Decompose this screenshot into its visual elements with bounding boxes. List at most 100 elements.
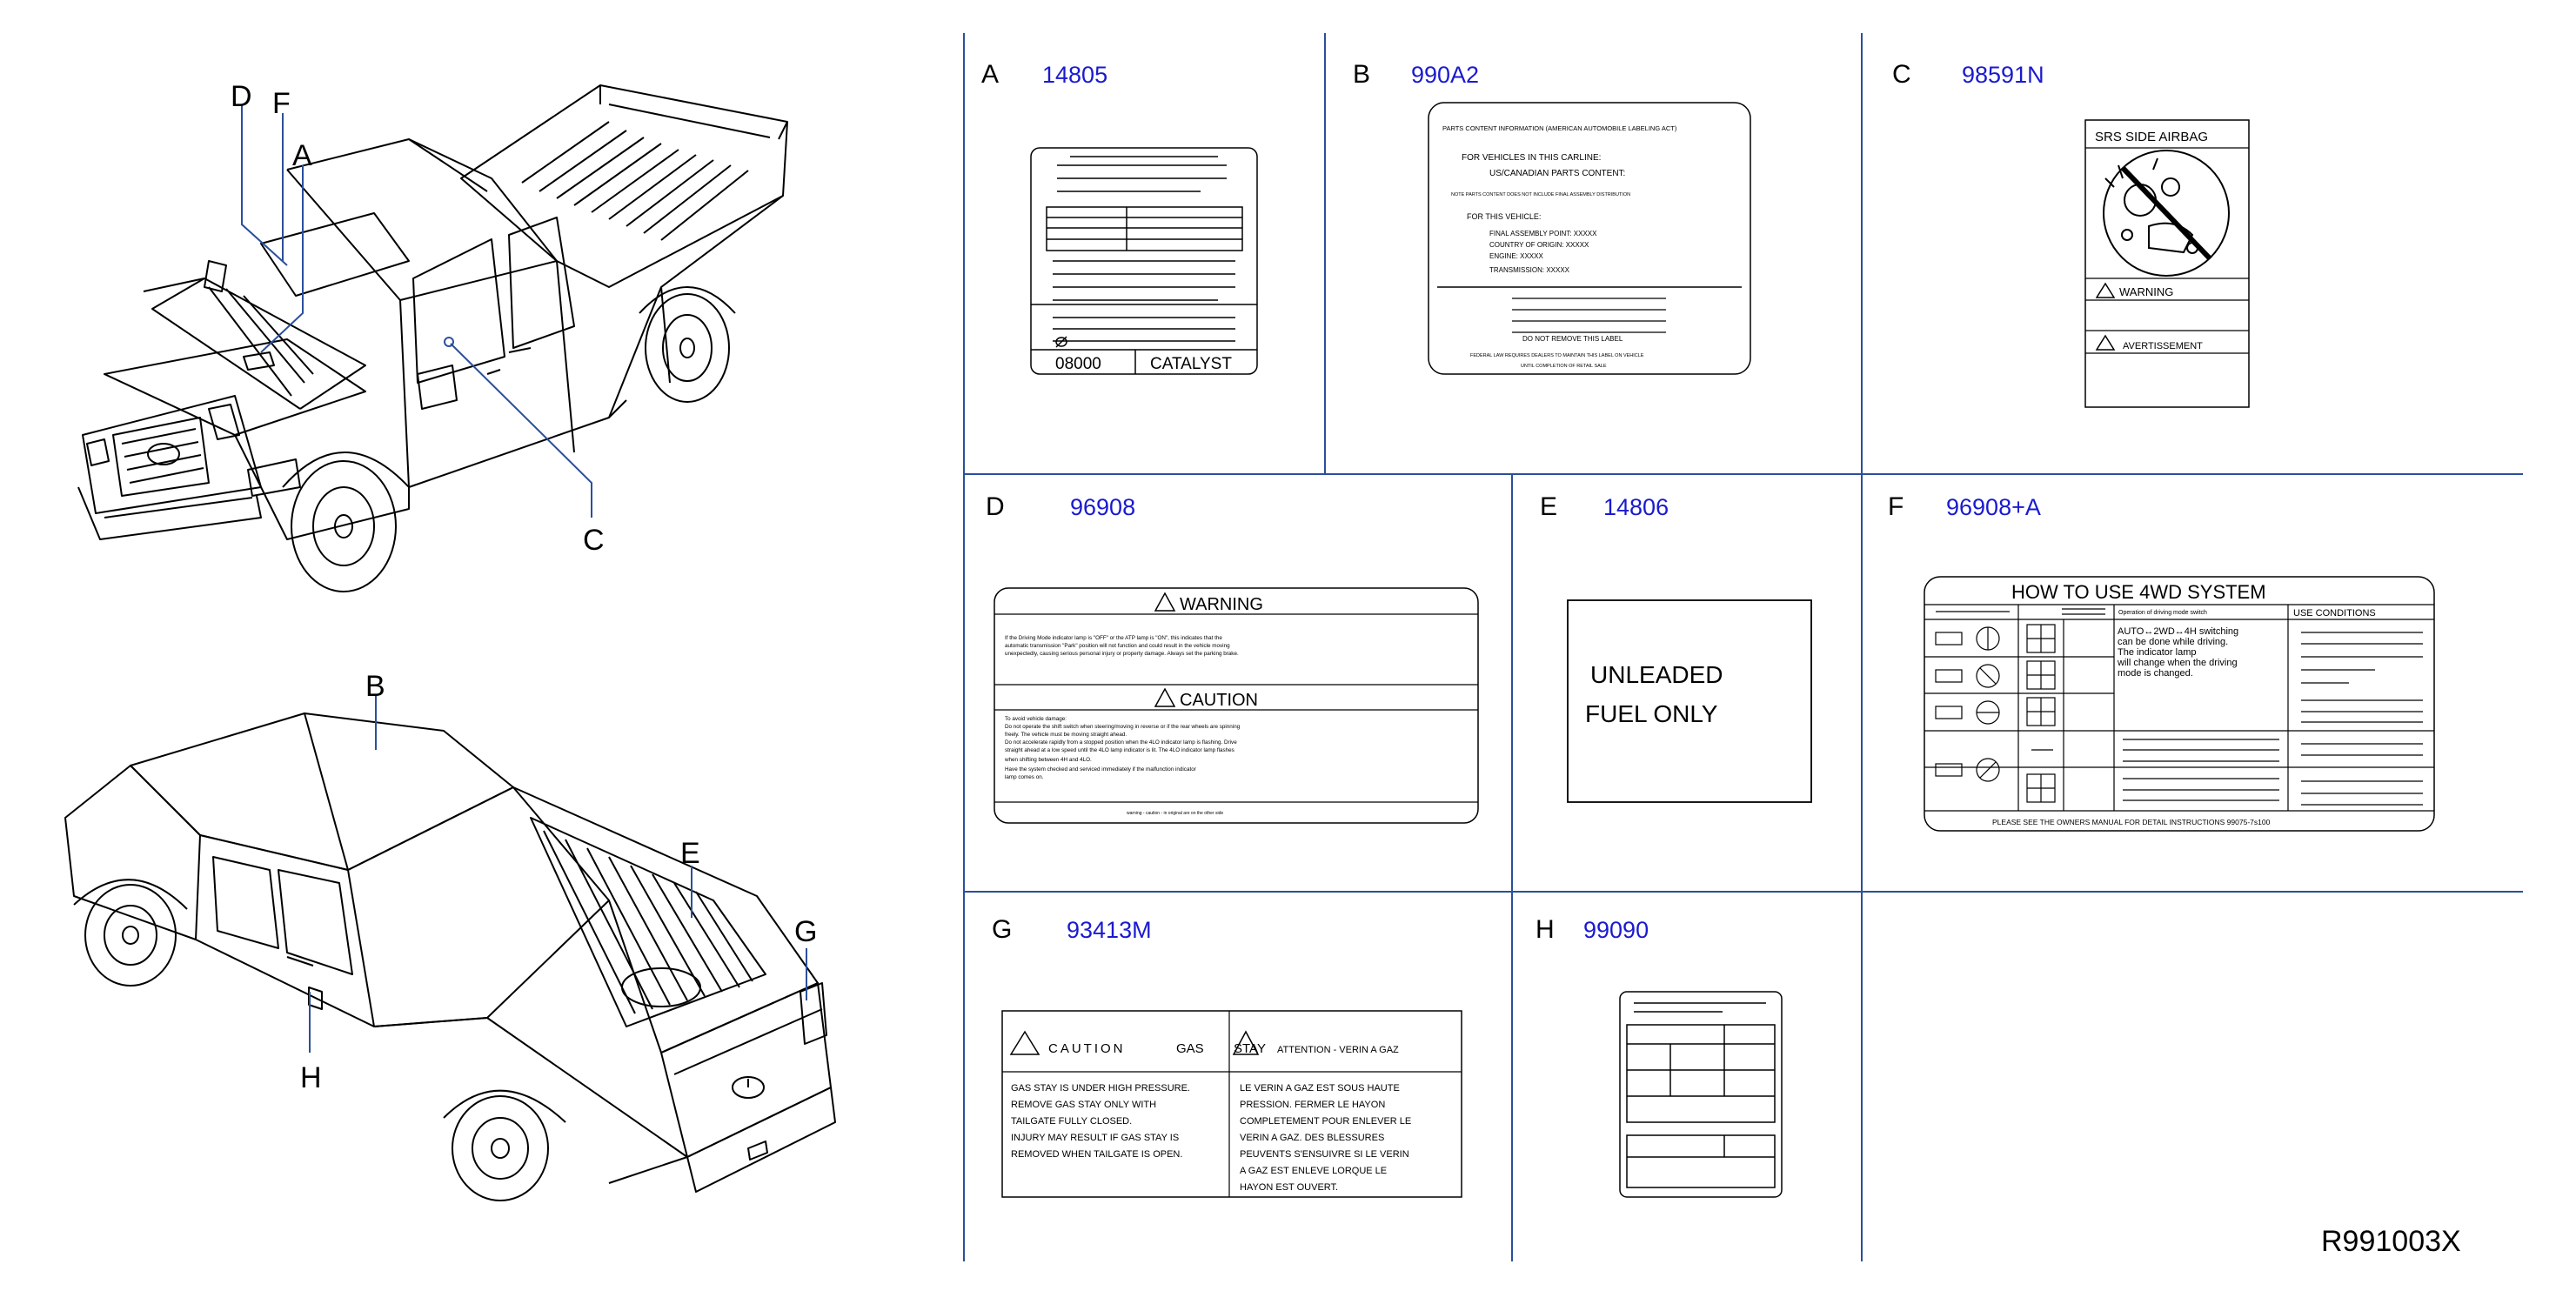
airbag-warning-pictogram-icon xyxy=(2103,150,2230,277)
callout-c: C xyxy=(583,524,605,557)
label-b-line6: FINAL ASSEMBLY POINT: XXXXX xyxy=(1489,230,1597,237)
truck-rear-view xyxy=(64,712,836,1201)
label-d-c1: To avoid vehicle damage: xyxy=(1005,716,1067,722)
label-d-caution-title: CAUTION xyxy=(1180,691,1258,710)
label-g-fr3: COMPLETEMENT POUR ENLEVER LE xyxy=(1240,1116,1411,1127)
label-b-line1: PARTS CONTENT INFORMATION (AMERICAN AUTO… xyxy=(1442,124,1677,132)
panel-f-part: 96908+A xyxy=(1946,494,2041,520)
panel-d-letter: D xyxy=(986,492,1005,521)
label-b-parts-content: PARTS CONTENT INFORMATION (AMERICAN AUTO… xyxy=(1428,102,1751,375)
callout-f: F xyxy=(272,87,291,120)
label-e-unleaded-fuel: UNLEADED FUEL ONLY xyxy=(1567,599,1812,803)
label-c-srs-airbag: SRS SIDE AIRBAG WARNING AVERTISSEMENT xyxy=(2084,119,2250,408)
attention-triangle-icon xyxy=(1232,1030,1260,1055)
label-g-caution: CAUTION xyxy=(1048,1041,1126,1056)
panel-a-letter: A xyxy=(981,60,999,89)
callout-h: H xyxy=(300,1061,322,1094)
label-d-c8: lamp comes on. xyxy=(1005,774,1044,780)
label-f-t1: AUTO↔2WD↔4H switching xyxy=(2118,626,2238,637)
callout-g: G xyxy=(794,915,817,948)
label-d-warning-title: WARNING xyxy=(1180,595,1263,614)
callout-b: B xyxy=(365,670,385,703)
label-h-blank xyxy=(1619,991,1783,1198)
label-g-fr5: PEUVENTS S'ENSUIVRE SI LE VERIN xyxy=(1240,1149,1409,1160)
panel-e-part: 14806 xyxy=(1603,494,1669,520)
panel-d-part: 96908 xyxy=(1070,494,1135,520)
label-g-stay: STAY xyxy=(1234,1041,1266,1056)
label-d-c3: freely. The vehicle must be moving strai… xyxy=(1005,732,1127,738)
label-d-warning-caution: WARNING If the Driving Mode indicator la… xyxy=(994,587,1479,824)
diagram-id: R991003X xyxy=(2321,1225,2461,1258)
panel-h-letter: H xyxy=(1536,915,1555,944)
panel-b-letter: B xyxy=(1353,60,1370,89)
label-g-fr2: PRESSION. FERMER LE HAYON xyxy=(1240,1100,1385,1110)
drivetrain-icon xyxy=(2026,624,2056,653)
label-f-col-use: USE CONDITIONS xyxy=(2293,608,2376,619)
label-d-foot: warning - caution - in original are on t… xyxy=(1127,811,1223,816)
panel-e-letter: E xyxy=(1540,492,1557,521)
label-f-title: HOW TO USE 4WD SYSTEM xyxy=(2011,581,2266,603)
label-f-foot: PLEASE SEE THE OWNERS MANUAL FOR DETAIL … xyxy=(1992,818,2271,826)
label-a-right-text: CATALYST xyxy=(1150,355,1232,373)
label-g-gas-stay: CAUTION GAS STAY ATTENTION - VERIN A GAZ… xyxy=(1001,1010,1462,1198)
label-c-avert: AVERTISSEMENT xyxy=(2123,341,2203,351)
callout-letters: D F A C B E G H xyxy=(231,80,817,1094)
panel-headers: A 14805 B 990A2 C 98591N D 96908 E 14806… xyxy=(981,60,2044,944)
label-b-line3: US/CANADIAN PARTS CONTENT: xyxy=(1489,169,1625,178)
label-c-warning: WARNING xyxy=(2119,285,2173,298)
panel-c-part: 98591N xyxy=(1962,62,2044,88)
panel-f-letter: F xyxy=(1888,492,1904,521)
label-g-attention: ATTENTION - VERIN A GAZ xyxy=(1277,1045,1399,1055)
label-d-c2: Do not operate the shift switch when ste… xyxy=(1005,724,1241,730)
label-f-t4: will change when the driving xyxy=(2117,658,2238,668)
label-a-catalyst xyxy=(1030,147,1258,375)
truck-front-view xyxy=(77,84,788,592)
label-b-line8: ENGINE: XXXXX xyxy=(1489,252,1543,260)
caution-triangle-icon xyxy=(1154,687,1176,707)
label-b-line4: NOTE PARTS CONTENT DOES NOT INCLUDE FINA… xyxy=(1451,192,1630,197)
panel-h-part: 99090 xyxy=(1583,917,1649,943)
label-a-left-text: 08000 xyxy=(1055,355,1101,373)
label-g-gas: GAS xyxy=(1176,1041,1204,1056)
label-d-c6: when shifting between 4H and 4LO. xyxy=(1004,757,1092,763)
leader-lines-bottom xyxy=(309,696,807,1053)
label-d-w2: automatic transmission "Park" position w… xyxy=(1005,643,1230,649)
label-e-line1: UNLEADED xyxy=(1590,661,1723,688)
callout-a: A xyxy=(292,139,312,172)
label-g-fr4: VERIN A GAZ. DES BLESSURES xyxy=(1240,1133,1384,1143)
label-b-line12: UNTIL COMPLETION OF RETAIL SALE xyxy=(1521,364,1607,369)
caution-triangle-icon xyxy=(1009,1030,1040,1055)
panel-a-part: 14805 xyxy=(1042,62,1107,88)
label-g-en4: INJURY MAY RESULT IF GAS STAY IS xyxy=(1011,1133,1179,1143)
label-d-c4: Do not accelerate rapidly from a stopped… xyxy=(1005,739,1237,746)
label-f-4wd-system: HOW TO USE 4WD SYSTEM xyxy=(1924,576,2435,832)
label-b-line5: FOR THIS VEHICLE: xyxy=(1467,212,1541,221)
label-b-line7: COUNTRY OF ORIGIN: XXXXX xyxy=(1489,241,1589,249)
callout-e: E xyxy=(680,837,700,870)
label-c-title: SRS SIDE AIRBAG xyxy=(2095,130,2208,144)
panel-g-part: 93413M xyxy=(1067,917,1152,943)
label-d-c7: Have the system checked and serviced imm… xyxy=(1005,766,1196,773)
label-g-fr1: LE VERIN A GAZ EST SOUS HAUTE xyxy=(1240,1083,1400,1094)
label-d-w1: If the Driving Mode indicator lamp is "O… xyxy=(1005,635,1222,641)
label-f-t3: The indicator lamp xyxy=(2118,647,2197,658)
label-b-line9: TRANSMISSION: XXXXX xyxy=(1489,266,1570,274)
label-f-t5: mode is changed. xyxy=(2118,668,2193,679)
label-g-en2: REMOVE GAS STAY ONLY WITH xyxy=(1011,1100,1156,1110)
label-b-line10: DO NOT REMOVE THIS LABEL xyxy=(1522,335,1623,343)
avertissement-triangle-icon xyxy=(2095,334,2116,351)
panel-g-letter: G xyxy=(992,915,1012,944)
warning-triangle-icon xyxy=(2095,282,2116,298)
label-g-en3: TAILGATE FULLY CLOSED. xyxy=(1011,1116,1132,1127)
switch-icon xyxy=(1935,632,1963,646)
warning-triangle-icon xyxy=(1154,592,1176,612)
callout-d: D xyxy=(231,80,252,113)
label-e-line2: FUEL ONLY xyxy=(1585,700,1718,727)
panel-c-letter: C xyxy=(1892,60,1911,89)
leader-lines-top xyxy=(241,104,592,518)
label-g-en5: REMOVED WHEN TAILGATE IS OPEN. xyxy=(1011,1149,1182,1160)
label-g-fr7: HAYON EST OUVERT. xyxy=(1240,1182,1338,1193)
panel-b-part: 990A2 xyxy=(1411,62,1479,88)
label-f-col-op: Operation of driving mode switch xyxy=(2118,610,2207,616)
